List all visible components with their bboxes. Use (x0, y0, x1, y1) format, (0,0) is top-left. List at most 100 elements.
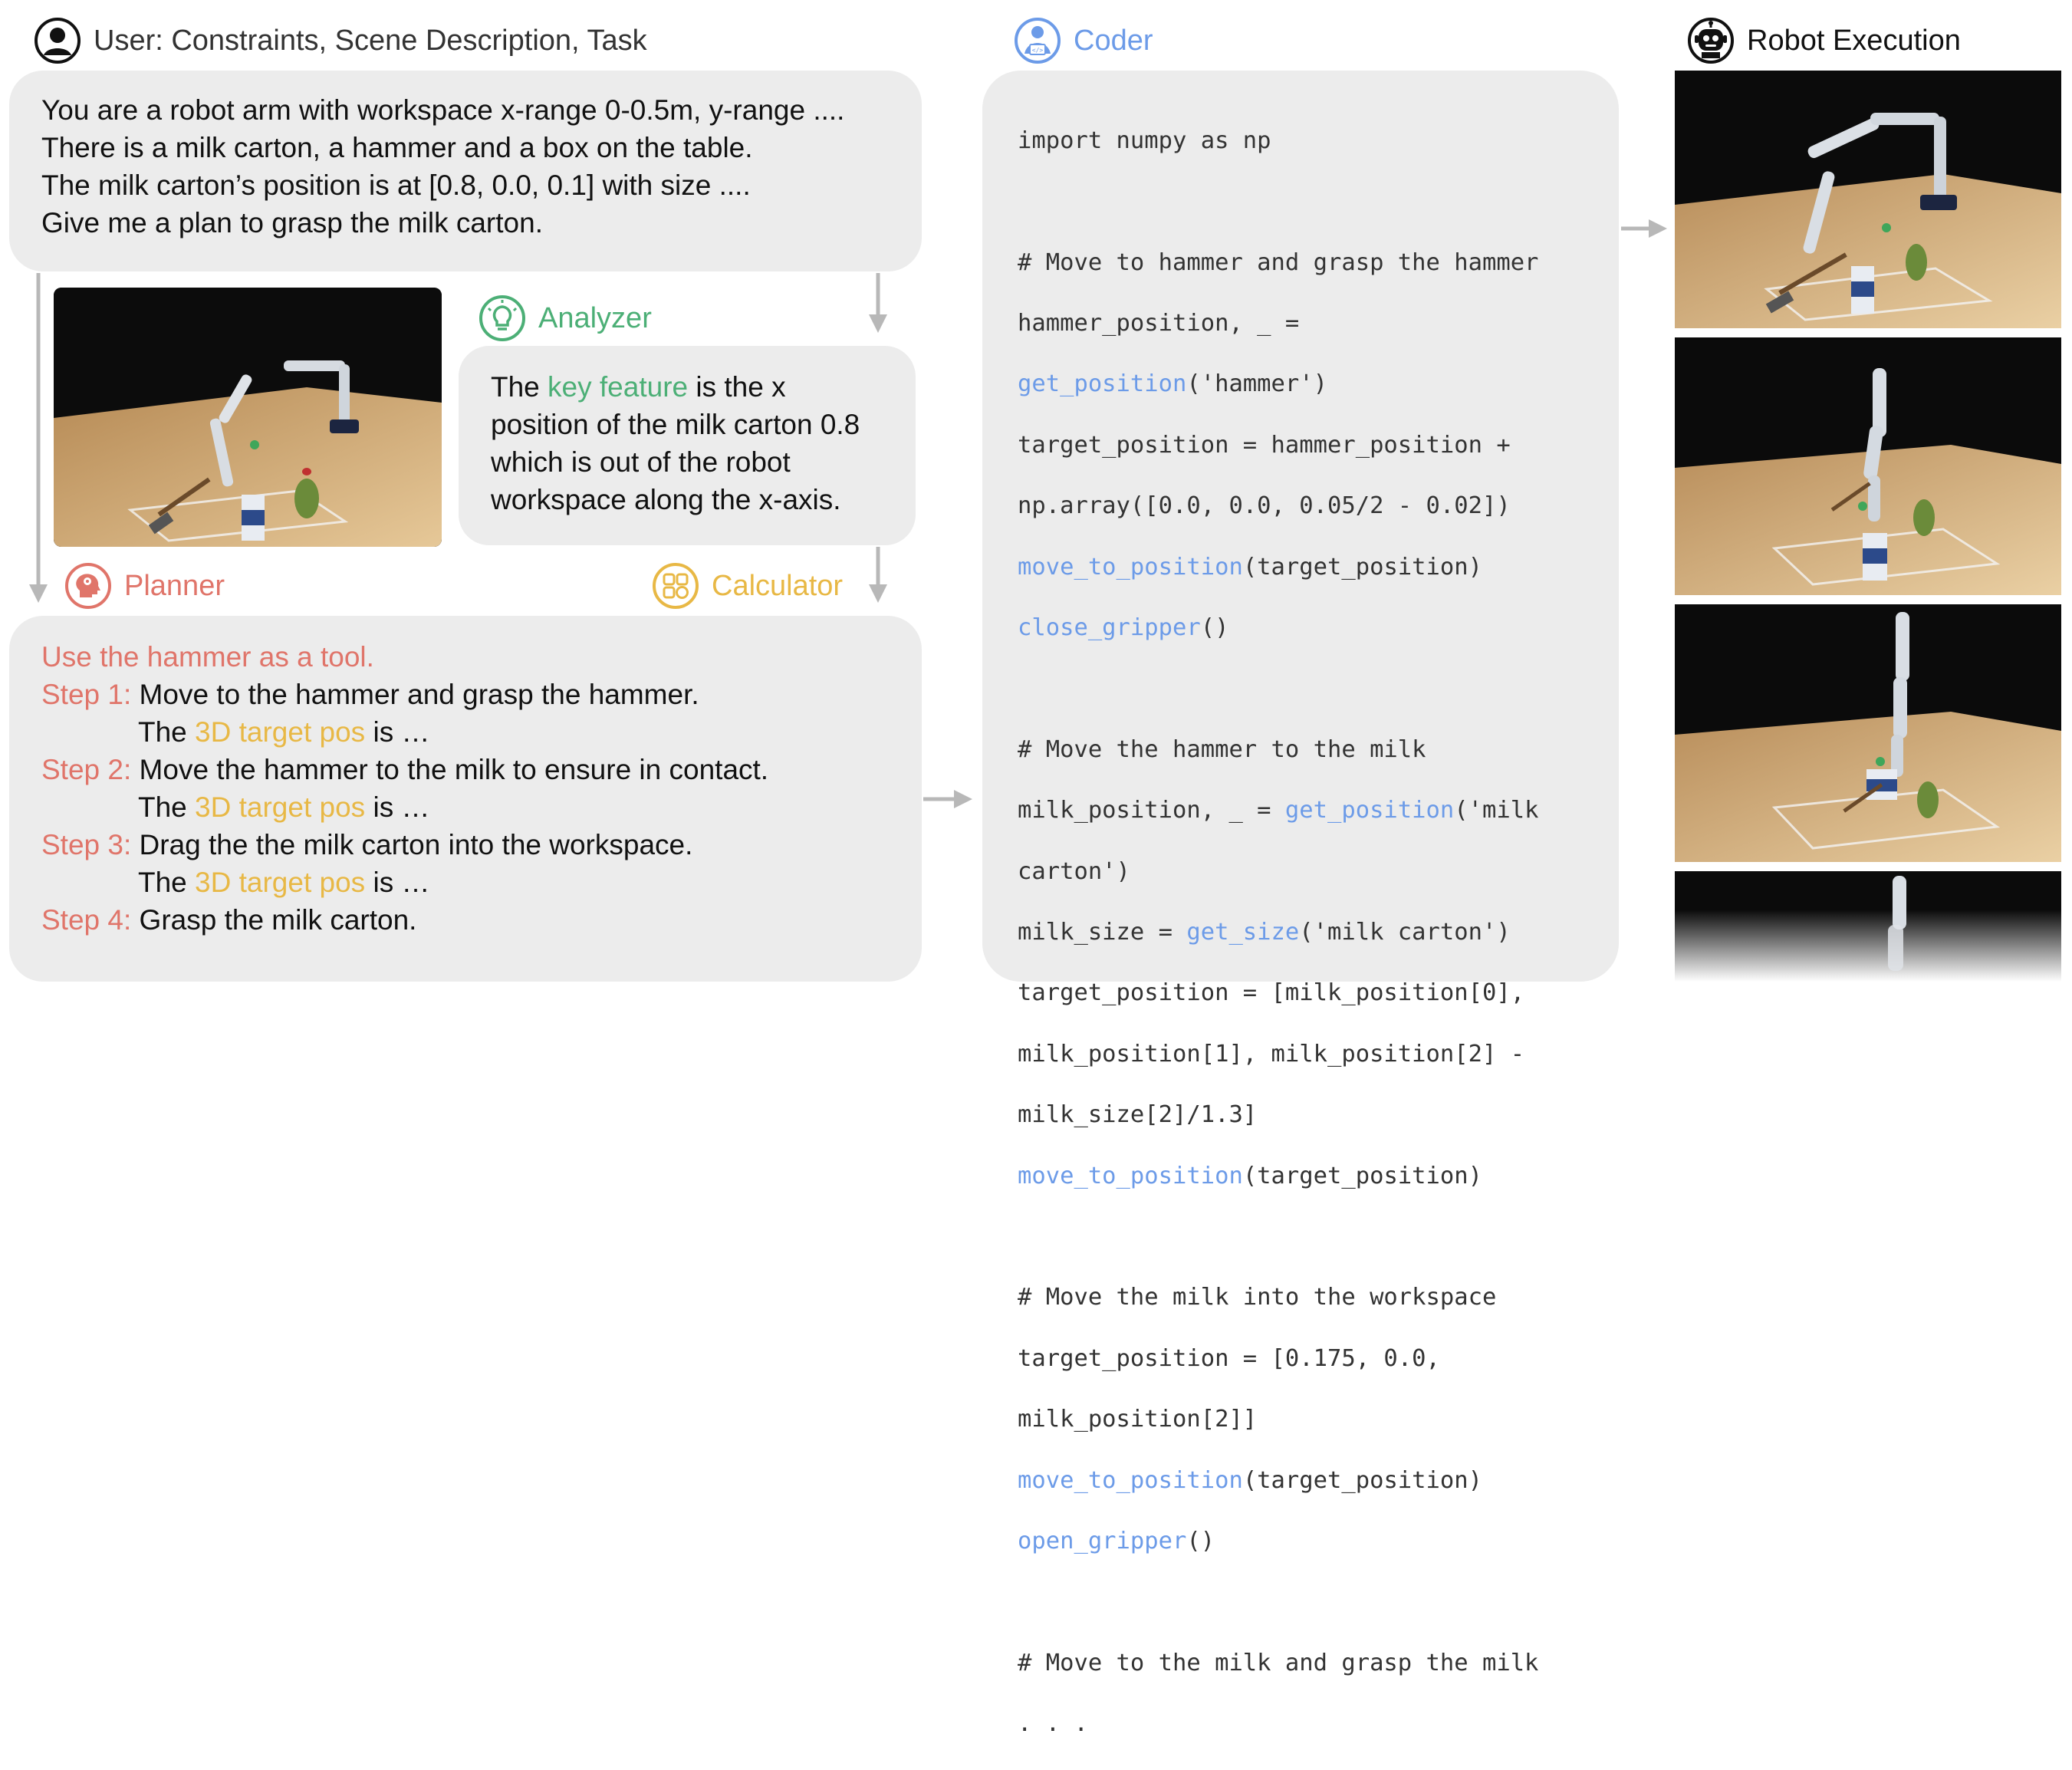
planner-panel (9, 616, 922, 982)
user-line: There is a milk carton, a hammer and a b… (41, 132, 753, 163)
step-detail-post: is … (365, 867, 430, 898)
coder-header: </> Coder (1014, 17, 1153, 64)
code-line: . . . (1018, 1710, 1088, 1738)
plan-step: Step 2: Move the hammer to the milk to e… (41, 751, 768, 788)
execution-frame-4 (1675, 871, 2061, 982)
scene-photo (54, 288, 442, 547)
calculator-header: Calculator (652, 562, 843, 610)
analyzer-key-feature: key feature (548, 371, 689, 403)
code-args: () (1186, 1528, 1215, 1555)
plan-step-detail: The 3D target pos is … (41, 713, 768, 751)
execution-frame-3 (1675, 604, 2061, 862)
step-text: Move to the hammer and grasp the hammer. (139, 679, 699, 710)
user-header: User: Constraints, Scene Description, Ta… (34, 17, 647, 64)
plan-step: Step 4: Grasp the milk carton. (41, 901, 768, 939)
code-args: () (1200, 614, 1229, 641)
analyzer-text-pre: The (491, 371, 548, 403)
calculator-header-label: Calculator (712, 569, 844, 602)
step-text: Drag the the milk carton into the worksp… (139, 829, 693, 860)
step-detail-pre: The (138, 716, 196, 748)
code-comment: # Move the milk into the workspace (1018, 1284, 1497, 1311)
step-label: Step 3: (41, 829, 132, 860)
code-function: move_to_position (1018, 1162, 1243, 1189)
code-text: milk_size = (1018, 918, 1187, 946)
user-panel (9, 71, 922, 271)
planner-text: Use the hammer as a tool. Step 1: Move t… (41, 638, 768, 939)
brain-head-icon (64, 562, 112, 610)
step-detail-post: is … (365, 716, 430, 748)
code-line: carton') (1018, 857, 1130, 885)
code-line: milk_position[1], milk_position[2] - (1018, 1040, 1525, 1068)
plan-step: Step 3: Drag the the milk carton into th… (41, 826, 768, 864)
code-line: open_gripper() (1018, 1526, 1538, 1557)
code-text: milk_position, _ = (1018, 797, 1285, 824)
step-label: Step 4: (41, 904, 132, 936)
code-line: move_to_position(target_position) (1018, 552, 1538, 583)
calculator-icon (652, 562, 699, 610)
code-line: milk_size[2]/1.3] (1018, 1101, 1258, 1129)
svg-text:</>: </> (1032, 47, 1044, 54)
planner-header-label: Planner (124, 569, 225, 602)
coder-icon: </> (1014, 17, 1061, 64)
code-args: ('milk carton') (1299, 918, 1511, 946)
user-header-label: User: Constraints, Scene Description, Ta… (94, 24, 647, 57)
lightbulb-icon (479, 294, 526, 342)
code-line: close_gripper() (1018, 613, 1538, 643)
execution-frame-1 (1675, 71, 2061, 328)
target-pos-key: 3D target pos (195, 791, 366, 823)
analyzer-line: position of the milk carton 0.8 (491, 409, 860, 440)
user-line: Give me a plan to grasp the milk carton. (41, 207, 543, 239)
code-args: (target_position) (1242, 1466, 1482, 1494)
code-line: move_to_position(target_position) (1018, 1466, 1538, 1496)
coder-panel (982, 71, 1619, 982)
plan-step-detail: The 3D target pos is … (41, 864, 768, 901)
code-line: milk_size = get_size('milk carton') (1018, 917, 1538, 948)
target-pos-key: 3D target pos (195, 867, 366, 898)
analyzer-line: which is out of the robot (491, 446, 791, 478)
code-args: ('hammer') (1186, 370, 1327, 398)
step-detail-pre: The (138, 791, 196, 823)
analyzer-header: Analyzer (479, 294, 652, 342)
code-line: milk_position[2]] (1018, 1406, 1258, 1433)
code-line: get_position('hammer') (1018, 369, 1538, 400)
code-function: get_size (1186, 918, 1300, 946)
step-text: Grasp the milk carton. (139, 904, 417, 936)
code-comment: # Move to the milk and grasp the milk (1018, 1649, 1539, 1676)
code-function: open_gripper (1018, 1528, 1187, 1555)
robot-icon (1687, 17, 1735, 64)
code-function: move_to_position (1018, 1466, 1243, 1494)
code-function: get_position (1018, 370, 1187, 398)
analyzer-text: The key feature is the x position of the… (491, 368, 860, 518)
code-function: get_position (1284, 797, 1455, 824)
step-label: Step 1: (41, 679, 132, 710)
step-detail-post: is … (365, 791, 430, 823)
code-comment: # Move the hammer to the milk (1018, 735, 1426, 763)
planner-header: Planner (64, 562, 225, 610)
execution-header-label: Robot Execution (1747, 24, 1961, 57)
code-args: (target_position) (1242, 553, 1482, 581)
step-label: Step 2: (41, 754, 132, 785)
code-line: np.array([0.0, 0.0, 0.05/2 - 0.02]) (1018, 492, 1511, 520)
coder-header-label: Coder (1074, 24, 1153, 57)
code-args: ('milk (1454, 797, 1539, 824)
target-pos-key: 3D target pos (195, 716, 366, 748)
planner-intro: Use the hammer as a tool. (41, 641, 374, 673)
execution-frame-2 (1675, 337, 2061, 595)
code-line: import numpy as np (1018, 127, 1271, 154)
flow-arrows (29, 219, 1667, 808)
user-prompt: You are a robot arm with workspace x-ran… (41, 91, 844, 242)
plan-step: Step 1: Move to the hammer and grasp the… (41, 676, 768, 713)
analyzer-panel (459, 346, 916, 545)
analyzer-line: workspace along the x-axis. (491, 484, 841, 515)
step-detail-pre: The (138, 867, 196, 898)
code-line: target_position = [0.175, 0.0, (1018, 1344, 1440, 1372)
code-function: close_gripper (1018, 614, 1201, 641)
code-args: (target_position) (1242, 1162, 1482, 1189)
code-comment: # Move to hammer and grasp the hammer (1018, 248, 1539, 276)
code-line: milk_position, _ = get_position('milk (1018, 795, 1538, 826)
code-line: target_position = hammer_position + (1018, 431, 1511, 459)
code-function: move_to_position (1018, 553, 1243, 581)
execution-header: Robot Execution (1687, 17, 1961, 64)
user-line: The milk carton’s position is at [0.8, 0… (41, 169, 751, 201)
analyzer-header-label: Analyzer (538, 301, 652, 334)
